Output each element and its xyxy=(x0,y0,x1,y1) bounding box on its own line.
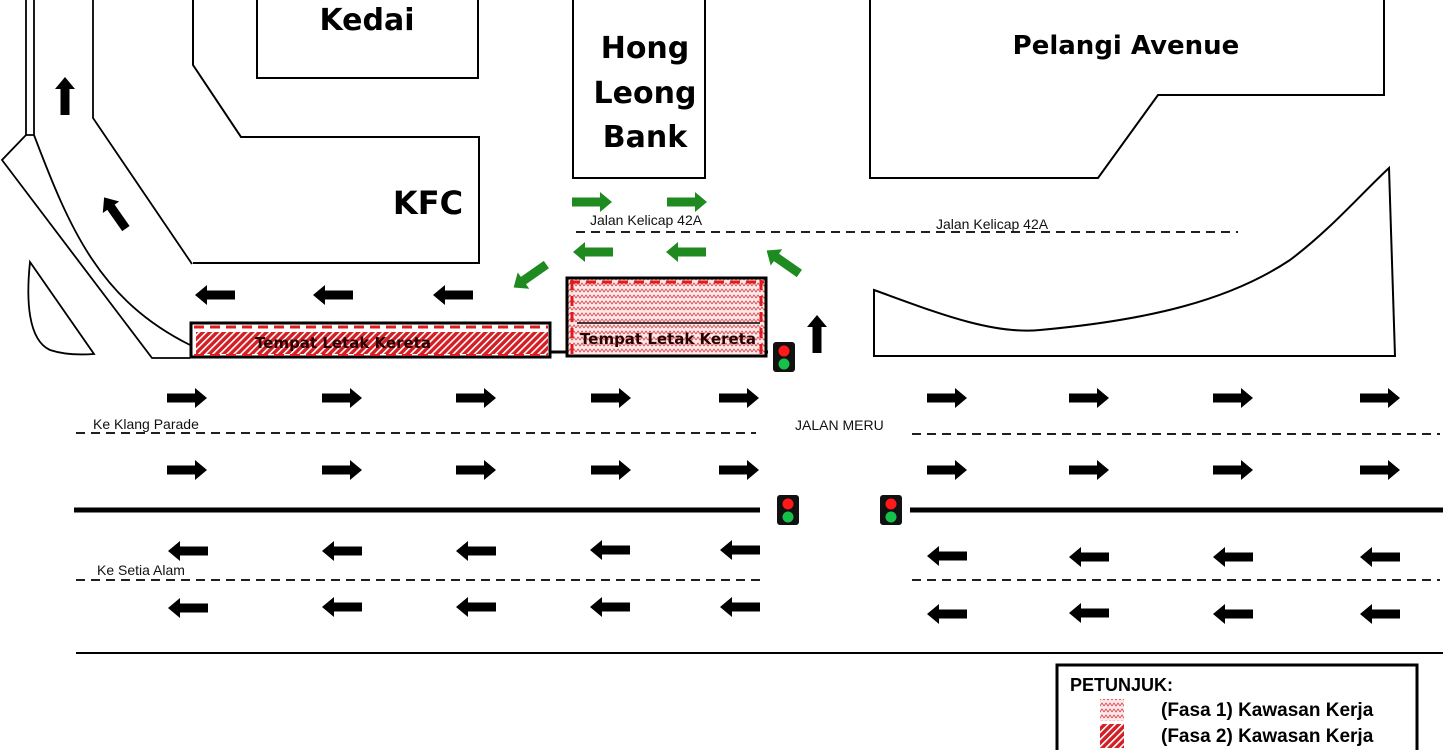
arrow-westbound-icon xyxy=(927,546,967,566)
arrow-westbound-icon xyxy=(456,541,496,561)
arrow-westbound-icon xyxy=(927,604,967,624)
arrow-westbound-icon xyxy=(1213,547,1253,567)
arrow-eastbound-icon xyxy=(591,388,631,408)
traffic-light-west xyxy=(777,495,799,525)
arrow-northbound-icon xyxy=(55,77,75,115)
building-label-leong: Leong xyxy=(594,76,697,111)
road-label-ke-klang-parade: Ke Klang Parade xyxy=(93,416,199,432)
legend-label-phase-1: (Fasa 1) Kawasan Kerja xyxy=(1161,700,1374,721)
green-arrow-west-icon xyxy=(573,242,613,262)
arrow-westbound-icon xyxy=(720,597,760,617)
building-label-kfc: KFC xyxy=(393,184,463,222)
road-label-ke-setia-alam: Ke Setia Alam xyxy=(97,562,185,578)
road-label-jalan-kelicap-left: Jalan Kelicap 42A xyxy=(590,212,703,228)
arrow-eastbound-icon xyxy=(1069,460,1109,480)
arrow-eastbound-icon xyxy=(322,388,362,408)
road-label-jalan-kelicap-right: Jalan Kelicap 42A xyxy=(936,216,1049,232)
arrow-eastbound-icon xyxy=(1360,388,1400,408)
arrow-westbound-icon xyxy=(313,285,353,305)
legend-label-phase-2: (Fasa 2) Kawasan Kerja xyxy=(1161,726,1374,747)
arrow-westbound-icon xyxy=(1069,603,1109,623)
traffic-flow-arrows xyxy=(55,77,1400,624)
arrow-eastbound-icon xyxy=(167,388,207,408)
arrow-eastbound-icon xyxy=(1069,388,1109,408)
building-label-bank: Bank xyxy=(603,120,688,155)
building-label-kedai: Kedai xyxy=(319,3,414,38)
green-arrow-southwest-icon xyxy=(513,260,549,289)
arrow-westbound-icon xyxy=(168,598,208,618)
building-pelangi-avenue: Pelangi Avenue xyxy=(869,0,1385,179)
arrow-westbound-icon xyxy=(168,541,208,561)
arrow-eastbound-icon xyxy=(591,460,631,480)
arrow-westbound-icon xyxy=(433,285,473,305)
work-zone-phase-2: Tempat Letak Kereta xyxy=(189,321,552,359)
arrow-eastbound-icon xyxy=(927,388,967,408)
arrow-northwest-icon xyxy=(102,197,130,232)
arrow-westbound-icon xyxy=(1360,604,1400,624)
arrow-westbound-icon xyxy=(590,597,630,617)
arrow-westbound-icon xyxy=(456,597,496,617)
legend-title: PETUNJUK: xyxy=(1070,675,1173,695)
arrow-eastbound-icon xyxy=(719,388,759,408)
legend-swatch-phase-2 xyxy=(1100,724,1124,748)
arrow-westbound-icon xyxy=(322,541,362,561)
arrow-westbound-icon xyxy=(1069,547,1109,567)
work-zone-phase-1: Tempat Letak Kereta xyxy=(565,276,768,358)
green-arrow-east-icon xyxy=(572,192,612,212)
legend: PETUNJUK: (Fasa 1) Kawasan Kerja (Fasa 2… xyxy=(1055,663,1419,750)
arrow-westbound-icon xyxy=(720,540,760,560)
arrow-westbound-icon xyxy=(322,597,362,617)
arrow-eastbound-icon xyxy=(1360,460,1400,480)
open-land-plot xyxy=(873,165,1397,357)
arrow-westbound-icon xyxy=(195,285,235,305)
arrow-northbound-icon xyxy=(807,315,827,353)
building-label-pelangi-avenue: Pelangi Avenue xyxy=(1013,31,1240,61)
arrow-eastbound-icon xyxy=(719,460,759,480)
arrow-eastbound-icon xyxy=(1213,388,1253,408)
building-hong-leong-bank: Hong Leong Bank xyxy=(572,0,706,179)
building-kfc: KFC xyxy=(192,0,480,264)
green-arrow-west-icon xyxy=(666,242,706,262)
green-arrow-east-icon xyxy=(667,192,707,212)
arrow-eastbound-icon xyxy=(1213,460,1253,480)
legend-swatch-phase-1 xyxy=(1100,699,1124,721)
building-label-hong: Hong xyxy=(601,31,690,66)
traffic-light-north xyxy=(773,342,795,372)
slip-road-left xyxy=(0,0,193,359)
arrow-eastbound-icon xyxy=(456,388,496,408)
work-zone-phase-2-label: Tempat Letak Kereta xyxy=(255,334,431,352)
building-kedai: Kedai xyxy=(256,0,479,79)
arrow-westbound-icon xyxy=(1360,547,1400,567)
work-zone-phase-1-label: Tempat Letak Kereta xyxy=(580,330,756,348)
green-arrow-northwest-icon xyxy=(766,249,802,278)
arrow-eastbound-icon xyxy=(456,460,496,480)
arrow-eastbound-icon xyxy=(322,460,362,480)
road-label-jalan-meru: JALAN MERU xyxy=(795,417,884,433)
arrow-westbound-icon xyxy=(590,540,630,560)
traffic-light-east xyxy=(880,495,902,525)
arrow-westbound-icon xyxy=(1213,604,1253,624)
arrow-eastbound-icon xyxy=(927,460,967,480)
arrow-eastbound-icon xyxy=(167,460,207,480)
